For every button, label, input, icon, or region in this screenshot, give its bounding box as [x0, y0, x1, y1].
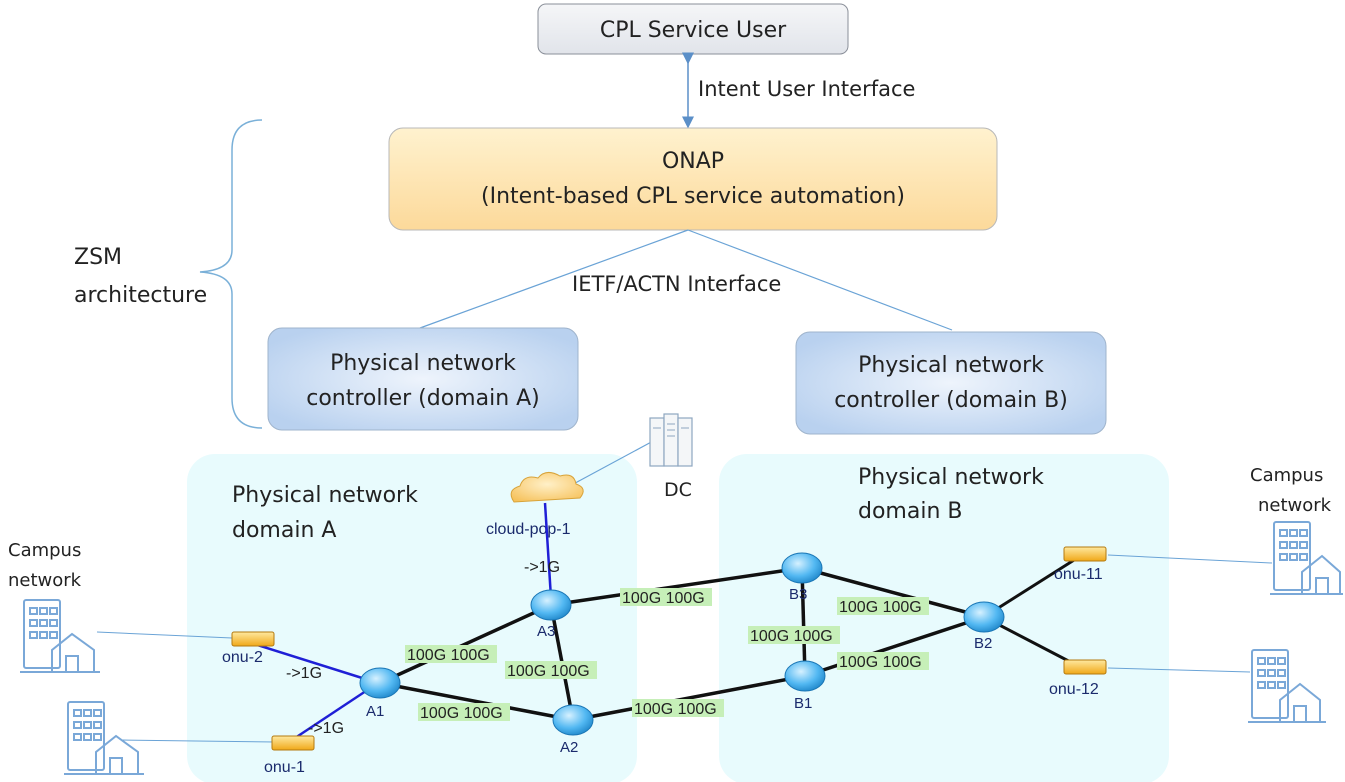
campus-left-label-line2: network: [8, 570, 82, 591]
rate-label-onu2: ->1G: [286, 665, 322, 682]
campus-left-label-line1: Campus: [8, 540, 81, 561]
svg-text:B1: B1: [794, 695, 812, 712]
controller-a-line1: Physical network: [330, 351, 516, 376]
link-a1-a3: [379, 603, 552, 685]
controller-a-line2: controller (domain A): [306, 386, 540, 411]
onu-2-device: [231, 631, 275, 647]
link-a1-a2: [379, 681, 574, 722]
domain-a-title-line1: Physical network: [232, 483, 418, 508]
link-a3-b3: [550, 566, 803, 607]
actn-link-b: [687, 229, 953, 331]
domain-b-area: [719, 454, 1169, 782]
campus-left-bottom-connector: [121, 739, 276, 743]
link-label-b3-b1: 100G 100G: [748, 626, 840, 645]
controller-b-line1: Physical network: [858, 353, 1044, 378]
link-label-a3-b3: 100G 100G: [620, 588, 712, 607]
svg-text:A2: A2: [560, 739, 578, 756]
controller-b-box: [795, 331, 1107, 435]
node-a1: A1: [359, 667, 401, 720]
onu-2-label: onu-2: [222, 649, 263, 666]
campus-building-icon-right-bottom: [1248, 649, 1326, 723]
svg-text:A3: A3: [537, 623, 555, 640]
domain-a-area: [187, 454, 637, 782]
cloud-pop-icon: [510, 472, 584, 503]
link-a2-b1: [572, 674, 806, 722]
campus-building-icon-right-top: [1270, 521, 1343, 595]
link-b1-b2: [804, 615, 985, 678]
svg-text:B3: B3: [789, 586, 807, 603]
svg-text:100G 100G: 100G 100G: [750, 628, 833, 645]
node-b2: B2: [963, 601, 1005, 652]
node-a3: A3: [530, 589, 572, 640]
onu-12-label: onu-12: [1049, 681, 1099, 698]
datacenter-icon: [649, 413, 693, 467]
link-label-b3-b2: 100G 100G: [837, 597, 929, 616]
cpl-service-user-label: CPL Service User: [600, 18, 787, 43]
link-label-b1-b2: 100G 100G: [837, 652, 929, 671]
link-b3-b2: [801, 566, 985, 619]
node-b1: B1: [784, 660, 826, 712]
rate-label-cloud: ->1G: [524, 559, 560, 576]
controller-b-line2: controller (domain B): [834, 388, 1068, 413]
onu-12-device: [1063, 659, 1107, 675]
onu-1-device: [271, 735, 315, 751]
link-label-a2-b1: 100G 100G: [632, 699, 724, 718]
link-label-a1-a2: 100G 100G: [418, 703, 510, 722]
onap-title: ONAP: [662, 149, 724, 174]
link-cloud-a3: [543, 502, 553, 599]
onu-11-label: onu-11: [1054, 566, 1103, 583]
svg-text:100G 100G: 100G 100G: [420, 705, 503, 722]
zsm-label-line2: architecture: [74, 283, 207, 308]
campus-left-top-connector: [96, 631, 233, 639]
domain-a-title-line2: domain A: [232, 518, 336, 543]
domain-b-title-line2: domain B: [858, 499, 962, 524]
campus-building-icon-left-bottom: [64, 701, 144, 775]
svg-text:100G 100G: 100G 100G: [622, 590, 705, 607]
campus-building-icon-left-top: [20, 599, 100, 673]
link-b2-onu11: [983, 553, 1083, 619]
link-label-a3-a2: 100G 100G: [505, 661, 597, 680]
link-onu2-a1: [253, 642, 379, 685]
zsm-brace: [199, 119, 263, 429]
svg-text:A1: A1: [366, 703, 384, 720]
rate-label-onu1: ->1G: [308, 720, 344, 737]
svg-text:B2: B2: [974, 635, 992, 652]
domain-b-title-line1: Physical network: [858, 465, 1044, 490]
svg-text:100G 100G: 100G 100G: [839, 654, 922, 671]
svg-text:100G 100G: 100G 100G: [634, 701, 717, 718]
svg-text:100G 100G: 100G 100G: [407, 647, 490, 664]
link-onu1-a1: [291, 681, 379, 742]
node-b3: B3: [781, 552, 823, 603]
actn-link-a: [419, 229, 689, 329]
link-label-a1-a3: 100G 100G: [405, 645, 497, 664]
campus-right-top-connector: [1107, 554, 1273, 564]
node-a2: A2: [552, 704, 594, 756]
onu-1-label: onu-1: [264, 759, 305, 776]
campus-right-bottom-connector: [1107, 667, 1251, 673]
controller-a-box: [267, 327, 579, 431]
link-b3-b1: [800, 567, 807, 677]
zsm-label-line1: ZSM: [74, 245, 122, 270]
actn-interface-label: IETF/ACTN Interface: [572, 272, 781, 296]
svg-text:100G 100G: 100G 100G: [507, 663, 590, 680]
svg-text:100G 100G: 100G 100G: [839, 599, 922, 616]
onu-11-device: [1063, 546, 1107, 562]
onap-box: [388, 127, 998, 231]
intent-interface-label: Intent User Interface: [698, 77, 915, 101]
campus-right-label-line2: network: [1258, 495, 1332, 516]
dc-label: DC: [664, 479, 692, 501]
campus-right-label-line1: Campus: [1250, 465, 1323, 486]
onap-subtitle: (Intent-based CPL service automation): [481, 184, 905, 209]
cloud-pop-label: cloud-pop-1: [486, 521, 571, 538]
